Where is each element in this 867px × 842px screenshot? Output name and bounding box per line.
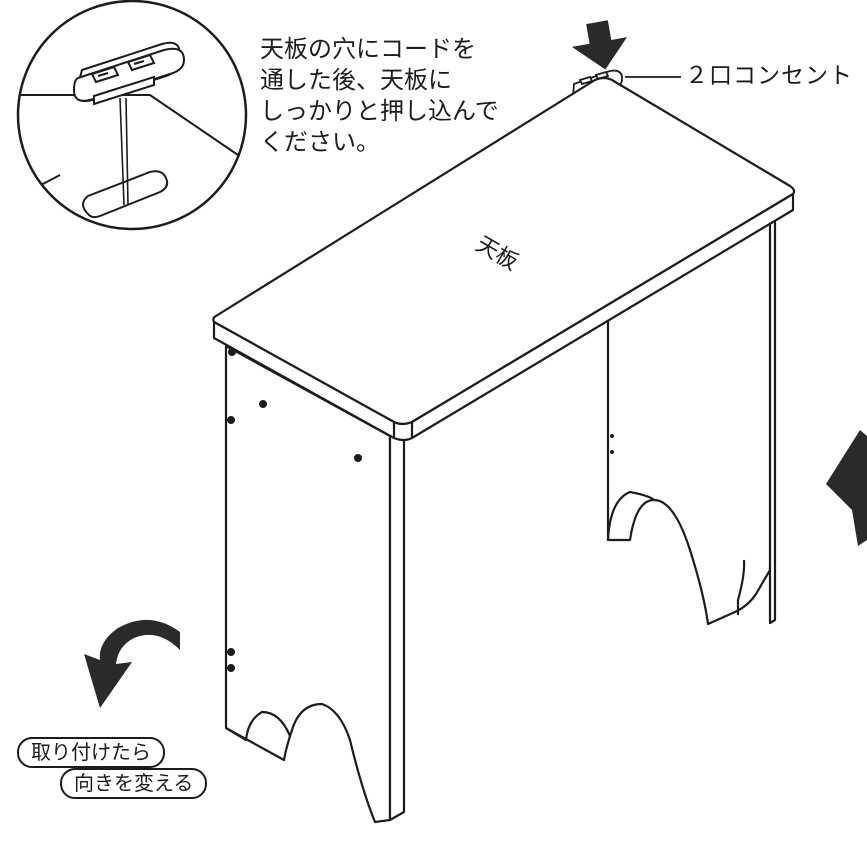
down-arrow-icon xyxy=(571,20,628,70)
detail-hole xyxy=(82,170,169,219)
screw-holes xyxy=(227,348,614,672)
side-arrow-icon xyxy=(826,430,867,546)
desk xyxy=(212,76,796,824)
rotate-arrow-icon xyxy=(84,619,180,708)
instruction-line: ください。 xyxy=(260,128,380,156)
rotate-note-line2: 向きを変える xyxy=(60,768,208,799)
instruction-line: しっかりと押し込んで xyxy=(260,97,499,125)
outlet-label: ２口コンセント xyxy=(685,63,853,89)
tabletop-edge xyxy=(212,192,795,442)
rotate-note-line1: 取り付けたら xyxy=(17,737,165,768)
leg-right xyxy=(606,208,777,626)
leg-left xyxy=(224,344,392,824)
detail-circle xyxy=(16,0,248,231)
instruction-line: 通した後、天板に xyxy=(260,66,452,94)
detail-outlet xyxy=(72,41,186,106)
instruction-line: 天板の穴にコードを xyxy=(260,35,476,63)
